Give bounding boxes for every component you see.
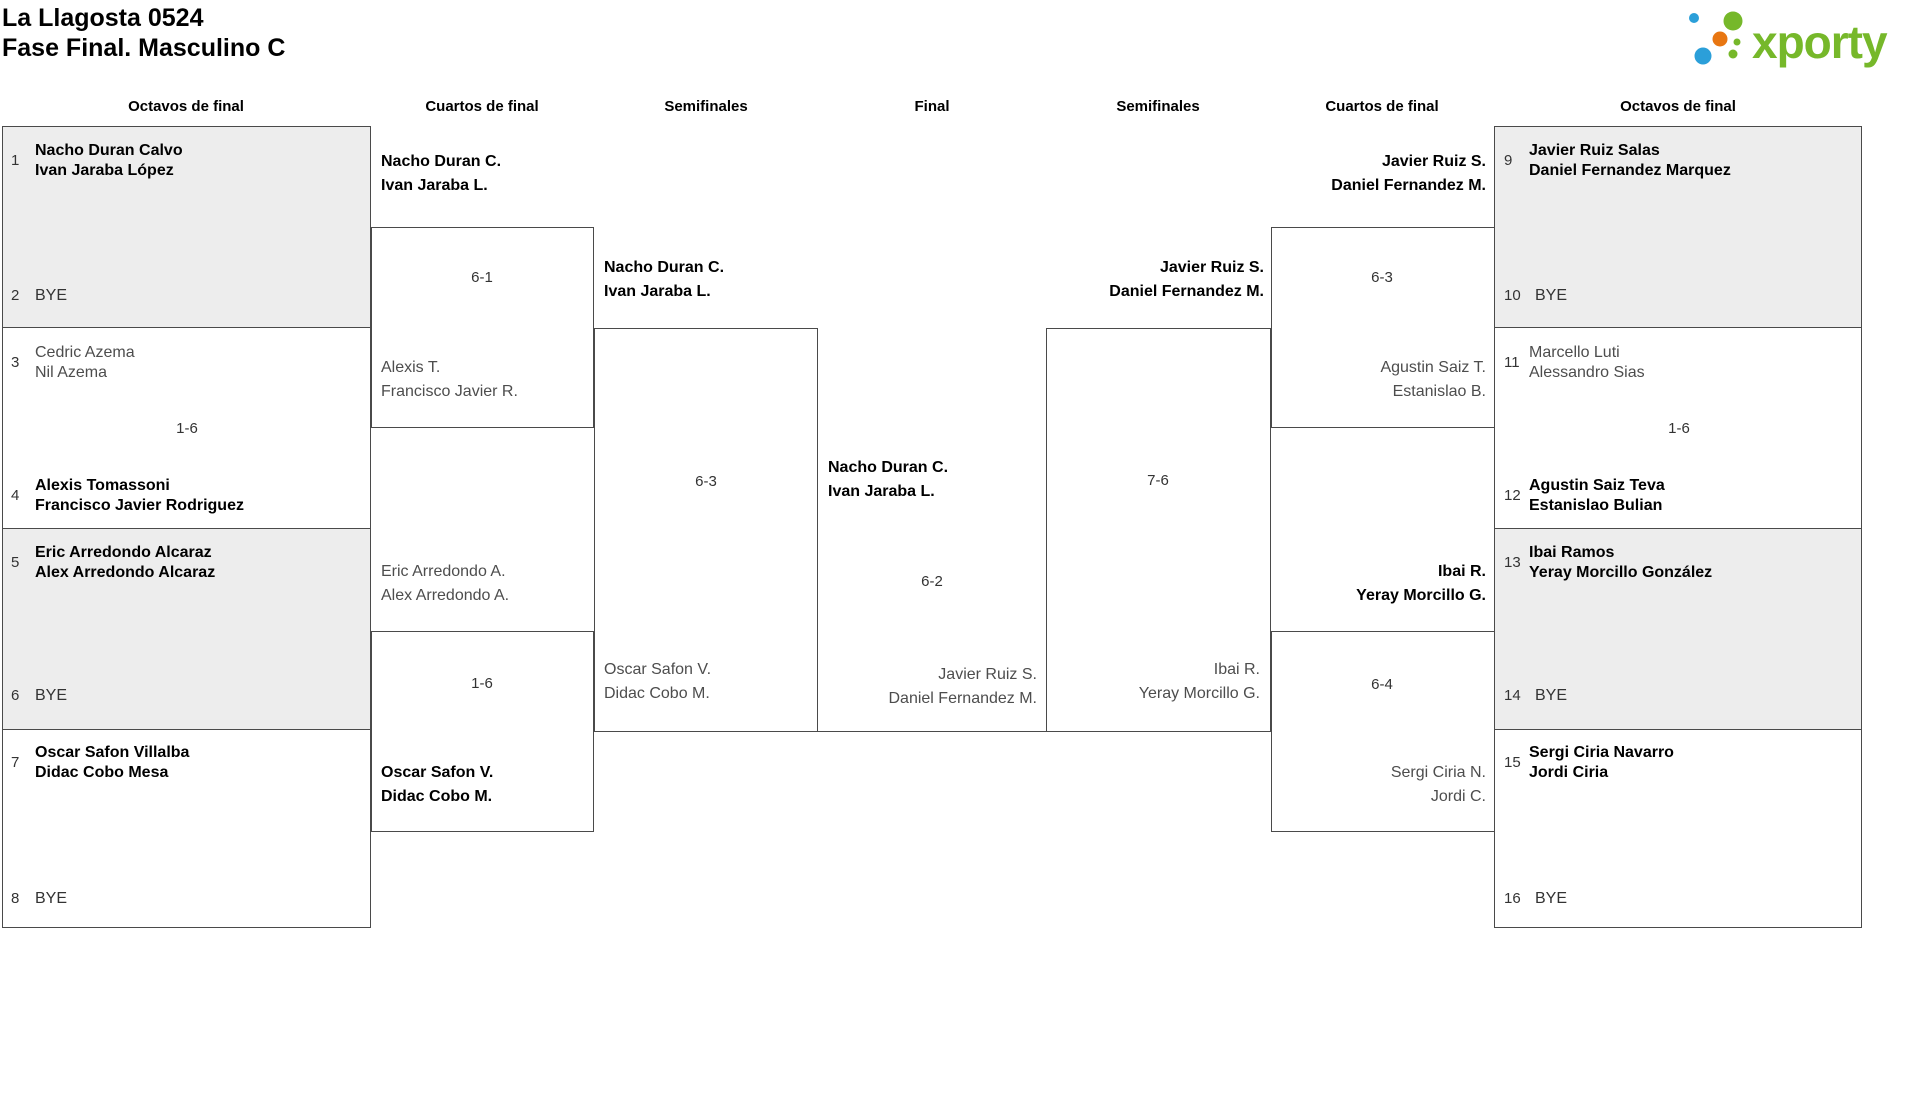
bye-label: BYE bbox=[35, 687, 68, 704]
quarterfinal-left-2-box bbox=[371, 631, 594, 832]
xporty-logo[interactable]: xporty bbox=[1680, 5, 1920, 69]
seed-number: 3 bbox=[11, 354, 20, 371]
match-divider bbox=[1495, 327, 1861, 328]
qf-right-1-loser: Agustin Saiz T.Estanislao B. bbox=[1380, 359, 1486, 400]
logo-dot-green-small bbox=[1728, 49, 1738, 59]
seed-number: 11 bbox=[1504, 354, 1520, 371]
round-header-octavos-left: Octavos de final bbox=[128, 98, 244, 115]
match-score: 6-4 bbox=[1371, 676, 1393, 693]
match-score: 6-2 bbox=[921, 573, 943, 590]
bye-label: BYE bbox=[1535, 687, 1568, 704]
round-header-cuartos-right: Cuartos de final bbox=[1325, 98, 1439, 115]
match-score: 7-6 bbox=[1147, 472, 1169, 489]
qf-left-1-winner: Nacho Duran C.Ivan Jaraba L. bbox=[381, 153, 502, 194]
logo-wordmark: xporty bbox=[1752, 16, 1888, 68]
seed-number: 9 bbox=[1504, 152, 1513, 169]
seed-number: 16 bbox=[1504, 890, 1521, 907]
seed-number: 15 bbox=[1504, 754, 1521, 771]
seed-number: 14 bbox=[1504, 687, 1521, 704]
seed-number: 7 bbox=[11, 754, 20, 771]
seed-number: 1 bbox=[11, 152, 20, 169]
page-title: La Llagosta 0524 bbox=[2, 4, 204, 32]
match-divider bbox=[3, 729, 370, 730]
qf-right-2-winner: Ibai R.Yeray Morcillo G. bbox=[1356, 563, 1486, 604]
match-divider bbox=[1495, 528, 1861, 529]
bye-label: BYE bbox=[1535, 287, 1568, 304]
qf-right-2-loser: Sergi Ciria N.Jordi C. bbox=[1390, 764, 1486, 805]
qf-right-1-winner: Javier Ruiz S.Daniel Fernandez M. bbox=[1331, 153, 1486, 194]
match-score: 6-3 bbox=[1371, 269, 1393, 286]
logo-dot-orange bbox=[1712, 31, 1728, 47]
round-header-semis-right: Semifinales bbox=[1116, 98, 1200, 115]
bye-match-shading bbox=[3, 528, 370, 729]
match-divider bbox=[1495, 729, 1861, 730]
qf-left-1-loser: Alexis T.Francisco Javier R. bbox=[381, 359, 518, 400]
logo-dot-blue-large bbox=[1694, 47, 1712, 65]
sf-left-loser: Oscar Safon V.Didac Cobo M. bbox=[604, 661, 712, 702]
quarterfinal-right-2-box bbox=[1271, 631, 1495, 832]
final-winner: Nacho Duran C.Ivan Jaraba L. bbox=[828, 459, 949, 500]
page-subtitle: Fase Final. Masculino C bbox=[2, 34, 286, 62]
logo-dot-blue-small bbox=[1689, 13, 1699, 23]
qf-left-2-team-top: Eric Arredondo A.Alex Arredondo A. bbox=[381, 563, 510, 604]
seed-number: 12 bbox=[1504, 487, 1521, 504]
seed-number: 8 bbox=[11, 890, 20, 907]
bye-match-shading bbox=[3, 127, 370, 327]
sf-right-winner: Javier Ruiz S.Daniel Fernandez M. bbox=[1109, 259, 1264, 300]
quarterfinal-right-1-box bbox=[1271, 227, 1495, 428]
round-header-octavos-right: Octavos de final bbox=[1620, 98, 1736, 115]
seed-number: 10 bbox=[1504, 287, 1521, 304]
bye-label: BYE bbox=[1535, 890, 1568, 907]
qf-left-2-winner: Oscar Safon V.Didac Cobo M. bbox=[381, 764, 494, 805]
seed-number: 6 bbox=[11, 687, 20, 704]
round-header-final: Final bbox=[914, 98, 950, 115]
seed-number: 2 bbox=[11, 287, 20, 304]
final-baseline bbox=[818, 731, 1046, 732]
bye-label: BYE bbox=[35, 287, 68, 304]
round-header-cuartos-left: Cuartos de final bbox=[425, 98, 539, 115]
match-score: 6-1 bbox=[471, 269, 493, 286]
logo-dot-green-large bbox=[1723, 11, 1743, 31]
bye-label: BYE bbox=[35, 890, 68, 907]
round-header-semis-left: Semifinales bbox=[664, 98, 748, 115]
seed-number: 13 bbox=[1504, 554, 1521, 571]
bye-match-shading bbox=[1495, 127, 1861, 327]
bye-match-shading bbox=[1495, 528, 1861, 729]
match-divider bbox=[3, 327, 370, 328]
quarterfinal-left-1-box bbox=[371, 227, 594, 428]
match-score: 6-3 bbox=[695, 473, 717, 490]
logo-dot-green-tiny bbox=[1733, 38, 1741, 46]
seed-number: 5 bbox=[11, 554, 20, 571]
match-score: 1-6 bbox=[1668, 420, 1690, 437]
seed-number: 4 bbox=[11, 487, 20, 504]
sf-left-winner: Nacho Duran C.Ivan Jaraba L. bbox=[604, 259, 725, 300]
match-score: 1-6 bbox=[176, 420, 198, 437]
semifinal-right-box bbox=[1046, 328, 1271, 732]
match-score: 1-6 bbox=[471, 675, 493, 692]
sf-right-loser: Ibai R.Yeray Morcillo G. bbox=[1138, 661, 1260, 702]
final-loser: Javier Ruiz S.Daniel Fernandez M. bbox=[888, 666, 1037, 707]
match-divider bbox=[3, 528, 370, 529]
semifinal-left-box bbox=[594, 328, 818, 732]
